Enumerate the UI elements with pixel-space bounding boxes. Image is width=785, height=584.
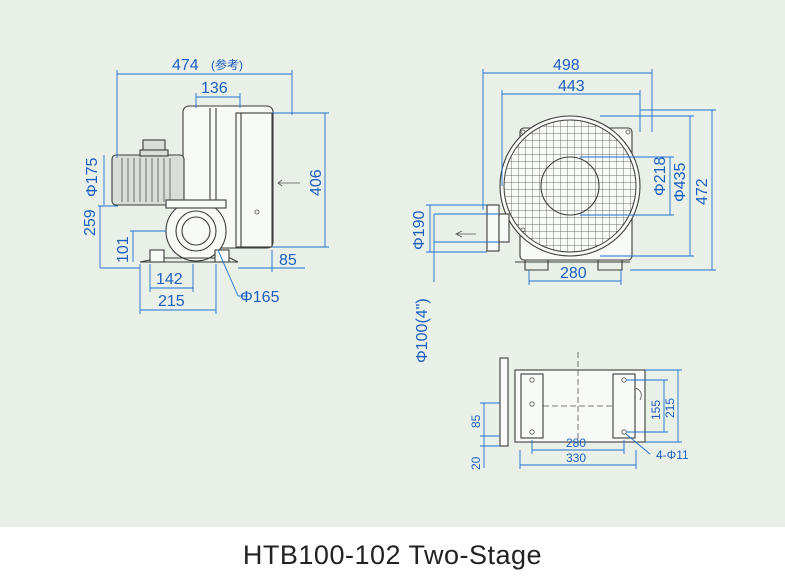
dim-85: 85 [279, 252, 297, 269]
dim-406: 406 [308, 169, 325, 196]
dim-142: 142 [156, 271, 183, 288]
side-view: 474 (参考) 136 406 Φ175 259 101 85 142 215 [82, 57, 329, 314]
inlet-flange [486, 204, 500, 252]
dim-20: 20 [469, 456, 483, 470]
dim-280-front: 280 [560, 265, 587, 282]
dim-bolt-holes: 4-Φ11 [656, 448, 689, 462]
dim-330: 330 [566, 451, 586, 465]
dim-phi-165: Φ165 [240, 289, 280, 306]
dim-259: 259 [82, 209, 99, 236]
dim-phi-190: Φ190 [411, 210, 428, 250]
dim-443: 443 [558, 78, 585, 95]
dim-85-base: 85 [469, 414, 483, 428]
base-view: 85 20 280 330 155 215 4-Φ11 [469, 352, 689, 470]
dim-474-note: (参考) [211, 57, 243, 72]
dim-phi-218: Φ218 [652, 156, 669, 196]
dim-136: 136 [201, 80, 228, 97]
dim-498: 498 [553, 57, 580, 74]
mesh-guard [503, 119, 637, 253]
dim-474: 474 [172, 57, 199, 74]
dim-101: 101 [115, 236, 132, 263]
impeller-cover [235, 112, 273, 248]
dim-phi-435: Φ435 [672, 162, 689, 202]
technical-drawing: 474 (参考) 136 406 Φ175 259 101 85 142 215 [82, 57, 716, 470]
drawing-panel: 474 (参考) 136 406 Φ175 259 101 85 142 215 [0, 0, 785, 527]
front-view: 498 443 Φ218 Φ435 472 Φ190 Φ100(4") 280 [411, 57, 716, 363]
drawing-caption: HTB100-102 Two-Stage [242, 540, 543, 570]
dim-155: 155 [649, 400, 663, 420]
motor-body [111, 154, 185, 206]
dim-phi-175: Φ175 [84, 157, 101, 197]
dim-215-base: 215 [663, 398, 677, 418]
dim-280-base: 280 [566, 436, 586, 450]
dim-phi-100: Φ100(4") [414, 298, 431, 363]
dim-472: 472 [694, 178, 711, 205]
base-flange [499, 357, 509, 447]
dim-215: 215 [158, 293, 185, 310]
